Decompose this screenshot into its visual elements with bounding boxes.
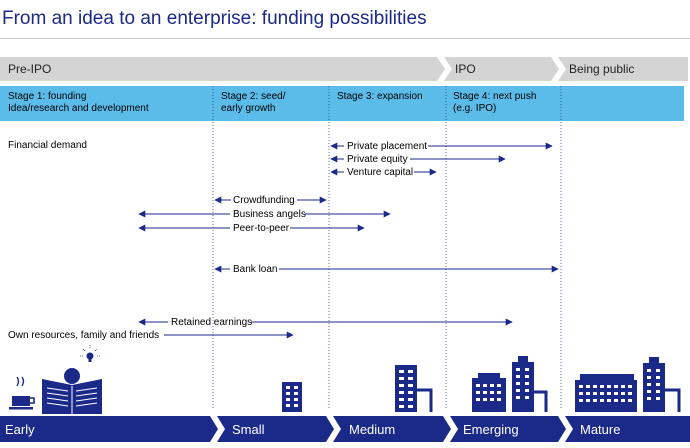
emerging-buildings-icon	[472, 356, 548, 412]
phase-label-ipo: IPO	[455, 62, 476, 76]
lightbulb-icon	[80, 345, 100, 362]
stage-1-line2: Idea/research and development	[8, 103, 149, 114]
label-private-equity: Private equity	[347, 154, 408, 165]
phase-label-being-public: Being public	[569, 62, 634, 76]
phase-public-band	[558, 57, 688, 81]
page-title: From an idea to an enterprise: funding p…	[2, 8, 427, 29]
size-label-medium: Medium	[349, 422, 395, 437]
stage-2-line1: Stage 2: seed/	[221, 91, 286, 102]
size-small-band	[217, 416, 334, 442]
label-own-resources: Own resources, family and friends	[8, 330, 159, 341]
size-early-band	[0, 416, 218, 442]
stage-3-line1: Stage 3: expansion	[337, 91, 423, 102]
phase-ipo-band	[444, 57, 559, 81]
medium-building-icon	[395, 365, 433, 412]
stage-2-line2: early growth	[221, 103, 275, 114]
stage-1-line1: Stage 1: founding	[8, 91, 86, 102]
phase-label-pre-ipo: Pre-IPO	[8, 62, 51, 76]
size-label-emerging: Emerging	[463, 422, 519, 437]
label-peer-to-peer: Peer-to-peer	[233, 223, 290, 234]
label-private-placement: Private placement	[347, 141, 427, 152]
financial-demand-label: Financial demand	[8, 140, 87, 151]
mature-buildings-icon	[575, 357, 681, 412]
newspaper-reader-icon	[42, 368, 102, 414]
size-emerging-band	[450, 416, 566, 442]
size-label-small: Small	[232, 422, 265, 437]
label-crowdfunding: Crowdfunding	[233, 195, 295, 206]
stage-4-line2: (e.g. IPO)	[453, 103, 496, 114]
coffee-cup-icon	[9, 376, 35, 410]
stage-band	[0, 86, 684, 121]
size-label-early: Early	[5, 422, 35, 437]
label-business-angels: Business angels	[233, 209, 306, 220]
size-medium-band	[333, 416, 451, 442]
label-venture-capital: Venture capital	[347, 167, 413, 178]
phase-pre-ipo-band	[0, 57, 445, 81]
label-retained-earnings: Retained earnings	[171, 317, 252, 328]
size-label-mature: Mature	[580, 422, 620, 437]
size-mature-band	[565, 416, 690, 442]
stage-4-line1: Stage 4: next push	[453, 91, 536, 102]
title-rule	[0, 38, 690, 39]
small-building-icon	[282, 382, 302, 412]
label-bank-loan: Bank loan	[233, 264, 277, 275]
